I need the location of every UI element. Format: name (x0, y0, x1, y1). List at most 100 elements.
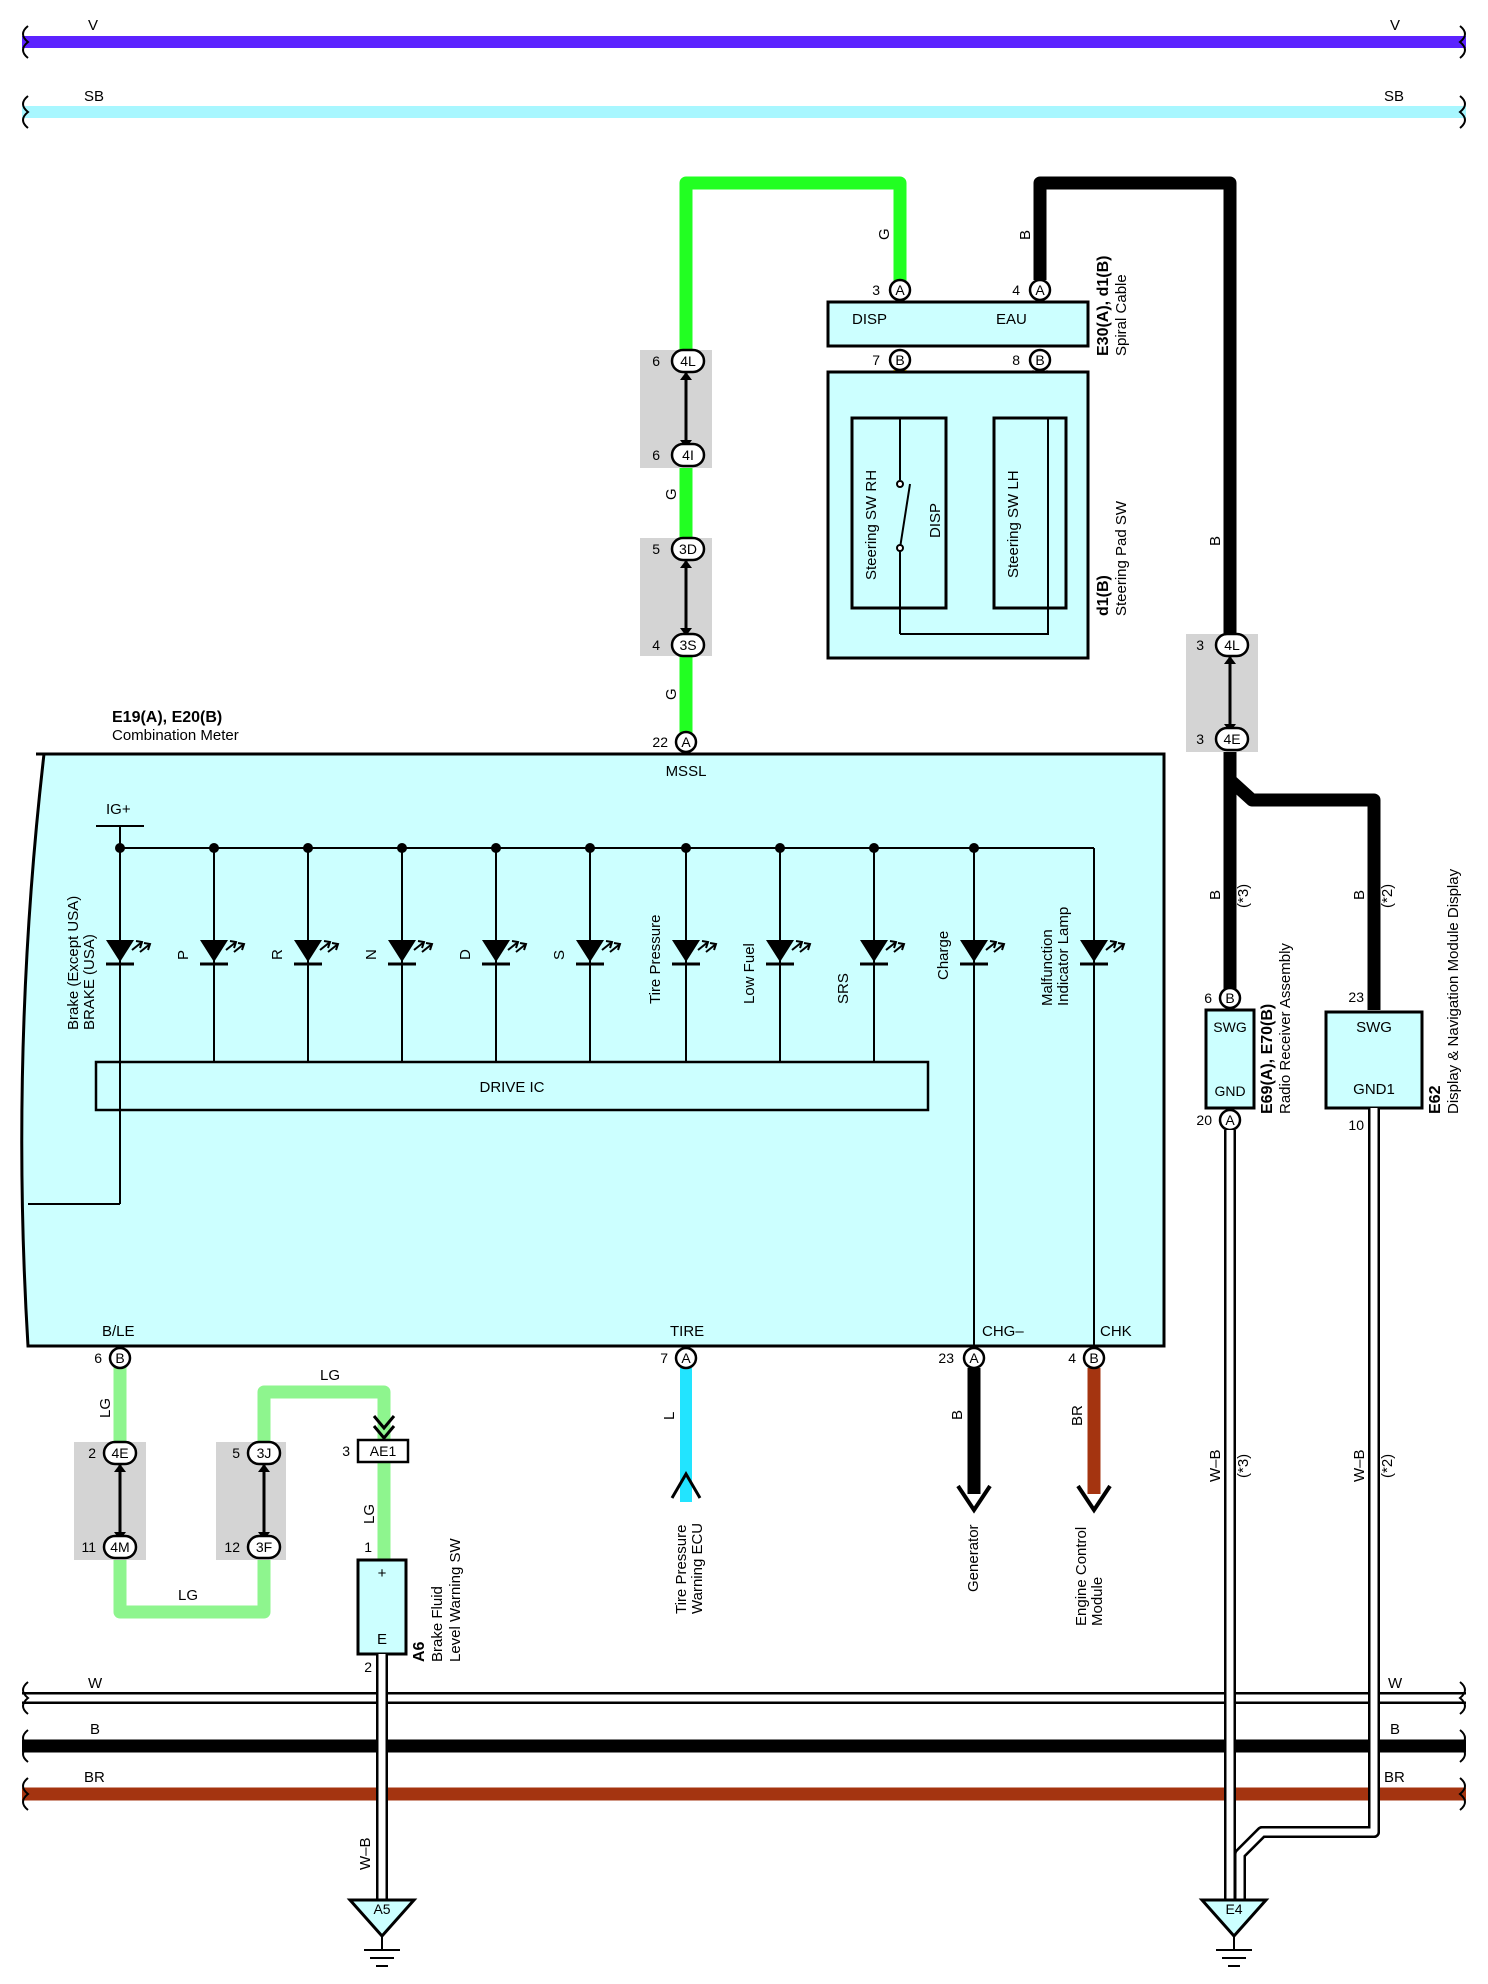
svg-text:B: B (1089, 1350, 1098, 1366)
indicator-label-11: Malfunction (1039, 929, 1056, 1006)
meter-mssl-label: MSSL (666, 763, 707, 780)
wire-label-lg-top: LG (320, 1367, 340, 1384)
meter-tire-label: TIRE (670, 1323, 704, 1340)
wire-label-wb-radio: W–B (1207, 1449, 1224, 1482)
bus-label-sb-left: SB (84, 88, 104, 105)
wire-label-mark3b: (*3) (1235, 1454, 1252, 1478)
svg-text:3: 3 (1196, 731, 1204, 747)
indicator-lamp-9: SRS (835, 843, 906, 1062)
spiral-term-eau: EAU (996, 311, 1027, 328)
svg-text:8: 8 (1012, 352, 1020, 368)
indicator-label-3: R (269, 949, 286, 960)
svg-text:3: 3 (872, 282, 880, 298)
connector-chg: A 23 (938, 1346, 986, 1370)
connector-4i: 4I 6 (652, 442, 706, 468)
svg-text:A5: A5 (373, 1901, 390, 1917)
wire-b-display (1225, 775, 1381, 1010)
connector-tire: A 7 (660, 1346, 698, 1370)
display-module-box (1324, 1010, 1424, 1110)
svg-text:4L: 4L (1224, 637, 1240, 653)
indicator-label-1: Brake (Except USA) (65, 896, 82, 1030)
wire-label-lg-b6: LG (97, 1398, 114, 1418)
spiral-cable-box (826, 300, 1090, 348)
svg-text:7: 7 (660, 1350, 668, 1366)
svg-text:4: 4 (652, 637, 660, 653)
dest-ecm-1: Engine Control (1073, 1527, 1090, 1626)
indicator-lamp-3: R (269, 843, 340, 1062)
top-bus-sb: SB SB (22, 88, 1466, 129)
svg-text:B: B (1035, 352, 1044, 368)
spiral-term-disp: DISP (852, 311, 887, 328)
svg-text:6: 6 (94, 1350, 102, 1366)
steering-pad-code: d1(B) (1095, 575, 1112, 616)
wire-label-l: L (661, 1412, 678, 1420)
top-bus-v: V V (22, 17, 1466, 59)
svg-text:A: A (969, 1350, 979, 1366)
steering-pad-name: Steering Pad SW (1113, 500, 1130, 616)
bus-label-sb-right: SB (1384, 88, 1404, 105)
bus-label-br-right: BR (1384, 1769, 1405, 1786)
connector-a3: A 3 (872, 278, 912, 302)
meter-ble-label: B/LE (102, 1323, 135, 1340)
bus-label-v-left: V (88, 17, 98, 34)
indicator-label-7: Tire Pressure (647, 915, 664, 1004)
svg-text:E4: E4 (1225, 1901, 1242, 1917)
connector-chk: B 4 (1068, 1346, 1106, 1370)
wire-label-b-display: B (1351, 890, 1368, 900)
indicator-label2-11: Indicator Lamp (1055, 907, 1072, 1006)
connector-radio-swg: B 6 (1204, 986, 1242, 1010)
connector-radio-gnd: A 20 (1196, 1108, 1242, 1132)
indicator-label-5: D (457, 949, 474, 960)
display-gnd-label: GND1 (1353, 1081, 1395, 1098)
indicator-lamp-8: Low Fuel (741, 843, 812, 1062)
svg-text:4L: 4L (680, 353, 696, 369)
bus-label-b-right: B (1390, 1721, 1400, 1738)
connector-4m: 4M 11 (81, 1534, 138, 1560)
svg-text:3: 3 (342, 1443, 350, 1459)
connector-ae1: AE1 3 (342, 1415, 410, 1464)
display-module-code: E62 (1427, 1085, 1444, 1114)
display-swg-pin: 23 (1348, 989, 1364, 1005)
wire-label-b-radio: B (1207, 890, 1224, 900)
svg-text:3S: 3S (679, 637, 696, 653)
radio-receiver-box (1204, 1008, 1256, 1110)
svg-text:7: 7 (872, 352, 880, 368)
svg-text:6: 6 (652, 447, 660, 463)
connector-4l-b: 4L 3 (1196, 632, 1250, 658)
indicator-label-9: SRS (835, 973, 852, 1004)
wire-label-mark2b: (*2) (1379, 1454, 1396, 1478)
steering-sw-rh-label: Steering SW RH (863, 470, 880, 580)
svg-text:3J: 3J (257, 1445, 272, 1461)
wire-label-mark3: (*3) (1235, 884, 1252, 908)
display-gnd-pin: 10 (1348, 1117, 1364, 1133)
svg-text:4I: 4I (682, 447, 694, 463)
steering-disp-label: DISP (927, 503, 944, 538)
svg-text:A: A (681, 734, 691, 750)
svg-text:4: 4 (1012, 282, 1020, 298)
svg-text:4: 4 (1068, 1350, 1076, 1366)
meter-ig-label: IG+ (106, 801, 131, 818)
svg-text:6: 6 (652, 353, 660, 369)
steering-sw-lh-label: Steering SW LH (1005, 470, 1022, 578)
svg-text:3F: 3F (256, 1539, 272, 1555)
indicator-lamp-5: D (457, 843, 528, 1062)
meter-chg-label: CHG– (982, 1323, 1024, 1340)
connector-3d: 3D 5 (652, 536, 706, 562)
display-swg-label: SWG (1356, 1019, 1392, 1036)
radio-swg-label: SWG (1213, 1019, 1246, 1035)
bottom-bus-w: W W (22, 1675, 1466, 1715)
connector-mssl: A 22 (652, 730, 698, 754)
wire-label-lg-bottom: LG (178, 1587, 198, 1604)
svg-text:2: 2 (88, 1445, 96, 1461)
svg-text:3D: 3D (679, 541, 697, 557)
svg-text:4E: 4E (111, 1445, 128, 1461)
dest-tire-ecu-2: Warning ECU (689, 1523, 706, 1614)
indicator-label2-1: BRAKE (USA) (81, 934, 98, 1030)
wire-label-mark2: (*2) (1379, 884, 1396, 908)
dest-tire-ecu-1: Tire Pressure (673, 1525, 690, 1614)
bus-label-v-right: V (1390, 17, 1400, 34)
wire-label-b-mid: B (1207, 536, 1224, 546)
brake-fluid-code: A6 (411, 1641, 428, 1662)
radio-receiver-code: E69(A), E70(B) (1259, 1004, 1276, 1114)
